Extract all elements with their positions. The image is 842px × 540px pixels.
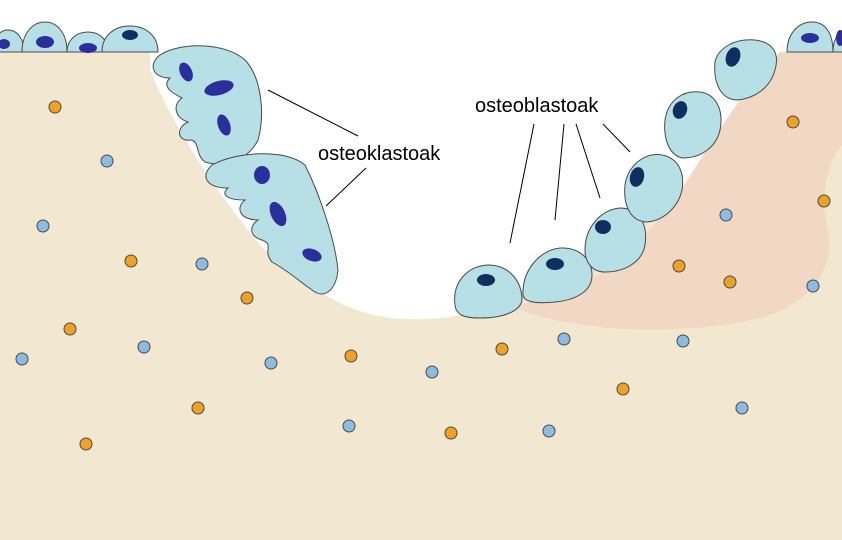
osteoclast-lower xyxy=(205,153,339,295)
bone-matrix xyxy=(0,52,842,540)
osteocyte-dot xyxy=(137,340,151,354)
osteoclast-pointers xyxy=(267,89,367,207)
osteocyte-dot xyxy=(542,424,556,438)
osteoblast-2 xyxy=(522,247,593,304)
osteocyte-dot xyxy=(48,100,62,114)
osteoblast-1 xyxy=(454,264,523,319)
osteocyte-dot xyxy=(191,401,205,415)
osteocyte-dot xyxy=(616,382,630,396)
osteocyte-dot xyxy=(63,322,77,336)
osteoclast-upper xyxy=(152,45,262,165)
osteoblast-pointers xyxy=(509,123,631,244)
pointer-line-osteoblast-2 xyxy=(554,123,565,221)
osteocyte-dot xyxy=(36,219,50,233)
osteocyte-dots xyxy=(15,100,831,451)
osteocyte-dot xyxy=(240,291,254,305)
osteocyte-dot xyxy=(723,275,737,289)
osteocyte-dot xyxy=(786,115,800,129)
osteocyte-dot xyxy=(672,259,686,273)
osteocyte-dot xyxy=(264,356,278,370)
osteoid-region xyxy=(510,52,842,330)
pointer-line-osteoblast-3 xyxy=(575,123,601,199)
pointer-line-osteoblast-4 xyxy=(602,123,631,153)
osteoblasts xyxy=(454,39,777,319)
osteocyte-dot xyxy=(344,349,358,363)
osteocyte-dot xyxy=(557,332,571,346)
lining-cells-left xyxy=(0,21,159,53)
osteoclasts-label: osteoklastoak xyxy=(318,143,441,165)
osteocyte-dot xyxy=(444,426,458,440)
pointer-line-osteoblast-1 xyxy=(509,123,535,244)
osteocyte-dot xyxy=(425,365,439,379)
osteocyte-dot xyxy=(195,257,209,271)
pointer-line-osteoclast-1 xyxy=(267,89,359,137)
osteocyte-dot xyxy=(817,194,831,208)
osteocyte-dot xyxy=(806,279,820,293)
osteocyte-dot xyxy=(124,254,138,268)
osteocyte-dot xyxy=(100,154,114,168)
osteoblasts-label: osteoblastoak xyxy=(475,95,599,117)
osteocyte-dot xyxy=(735,401,749,415)
osteocyte-dot xyxy=(79,437,93,451)
lining-cells-right xyxy=(786,21,842,53)
osteocyte-dot xyxy=(495,342,509,356)
osteocyte-dot xyxy=(719,208,733,222)
osteocyte-dot xyxy=(676,334,690,348)
osteocyte-dot xyxy=(15,352,29,366)
pointer-line-osteoclast-2 xyxy=(325,167,367,207)
osteocyte-dot xyxy=(342,419,356,433)
